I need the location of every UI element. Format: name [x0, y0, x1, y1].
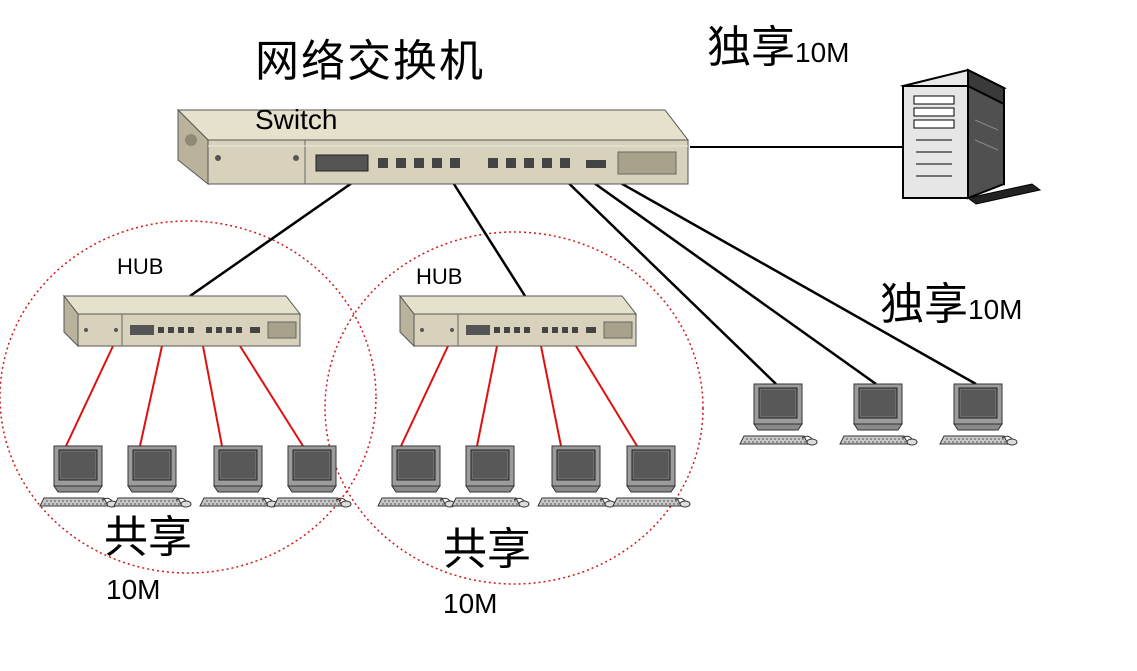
dedicated-bandwidth-label-top: 独享10M	[707, 26, 849, 70]
computer-icon	[451, 445, 530, 508]
computer-icon	[839, 383, 918, 446]
link-hub2-pc	[476, 345, 498, 447]
switch-label: Switch	[255, 104, 338, 135]
shared-label-1: 共享	[104, 512, 192, 563]
computer-icon	[377, 445, 456, 508]
link-hub1-pc	[239, 345, 304, 447]
computer-icon	[273, 445, 352, 508]
bandwidth-rate: 10M	[795, 37, 850, 68]
dedicated-text: 独享	[880, 279, 968, 330]
link-switch-pc2	[572, 166, 877, 386]
computer-icon	[537, 445, 616, 508]
shared-rate-2: 10M	[443, 588, 498, 619]
computer-icon	[939, 383, 1018, 446]
collision-domain-circle-2	[324, 231, 704, 585]
switch-device	[176, 108, 690, 186]
dedicated-bandwidth-label-mid: 独享10M	[880, 283, 1022, 327]
bandwidth-rate: 10M	[968, 294, 1023, 325]
link-switch-pc1	[552, 167, 777, 385]
link-hub1-pc	[139, 345, 163, 447]
dedicated-text: 独享	[707, 22, 795, 73]
server-tower-icon	[900, 68, 1042, 205]
computer-icon	[612, 445, 691, 508]
hub-device-1	[62, 294, 302, 348]
hub-label-2: HUB	[416, 264, 463, 289]
computer-icon	[113, 445, 192, 508]
hub-device-2	[398, 294, 638, 348]
collision-domain-circle-1	[0, 220, 377, 574]
shared-rate-1: 10M	[106, 574, 161, 605]
computer-icon	[39, 445, 118, 508]
link-switch-pc3	[593, 166, 977, 386]
link-hub2-pc	[540, 345, 562, 447]
hub-label-1: HUB	[117, 254, 164, 279]
link-hub2-pc	[575, 345, 638, 447]
link-hub1-pc	[202, 345, 223, 447]
page-title: 网络交换机	[255, 36, 485, 87]
link-hub1-pc	[65, 345, 114, 447]
computer-icon	[199, 445, 278, 508]
computer-icon	[739, 383, 818, 446]
link-hub2-pc	[400, 345, 449, 447]
shared-label-2: 共享	[443, 524, 531, 575]
